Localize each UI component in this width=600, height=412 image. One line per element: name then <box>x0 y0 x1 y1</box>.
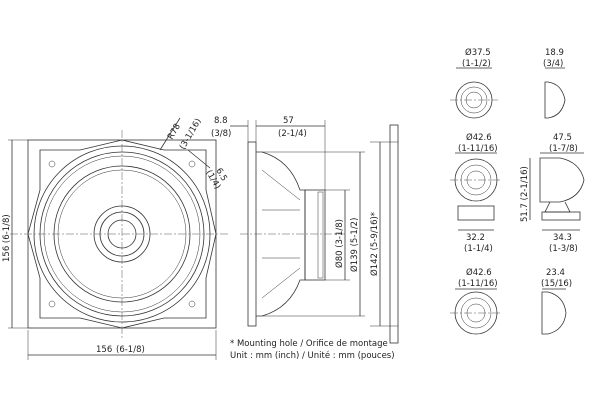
tweeter-1: Ø37.5 (1-1/2) 18.9 (3/4) <box>450 47 566 119</box>
woofer-width-dim-inch: (6-1/8) <box>116 345 145 355</box>
mount-dia-dim: Ø142 (5-9/16)* <box>369 212 380 276</box>
depth-dim: 57 <box>283 116 294 126</box>
tweeter3-dia: Ø42.6 <box>466 267 492 278</box>
tweeter1-dia-inch: (1-1/2) <box>462 59 491 69</box>
flange-depth-dim-inch: (3/8) <box>211 129 231 139</box>
woofer-side-view: 8.8 (3/8) 57 (2-1/4) Ø80 (3-1/8) Ø139 (5… <box>211 116 399 344</box>
woofer-front-view: 156 (6-1/8) 156 (6-1/8) R78 (3-1/16) 6.5… <box>2 117 230 360</box>
woofer-height-dim: 156 (6-1/8) <box>2 214 12 262</box>
tweeter2-depth: 47.5 <box>553 133 572 143</box>
woofer-width-dim: 156 <box>96 345 112 355</box>
tweeter3-depth-inch: (15/16) <box>541 279 572 289</box>
tweeter2-base-d: 34.3 <box>553 233 572 243</box>
frame-dia-dim: Ø139 (5-1/2) <box>349 218 360 272</box>
tweeter3-depth: 23.4 <box>546 268 565 278</box>
radius-dim: R78 <box>166 122 183 141</box>
tweeter1-depth: 18.9 <box>545 48 564 58</box>
tweeter2-base-w: 32.2 <box>466 233 485 243</box>
tweeter2-dia: Ø42.6 <box>466 132 492 143</box>
tweeter2-height: 51.7 (2-1/16) <box>520 166 530 222</box>
tweeter2-base-w-inch: (1-1/4) <box>464 244 493 254</box>
tweeter-3: Ø42.6 (1-11/16) 23.4 (15/16) <box>450 267 572 335</box>
unit-note: Unit : mm (inch) / Unité : mm (pouces) <box>230 350 395 361</box>
tweeter1-dia: Ø37.5 <box>465 47 491 58</box>
tweeter2-depth-inch: (1-7/8) <box>549 144 578 154</box>
tweeter2-dia-inch: (1-11/16) <box>458 144 498 154</box>
mounting-hole-note: * Mounting hole / Orifice de montage <box>230 339 388 349</box>
tweeter-2: Ø42.6 (1-11/16) 32.2 (1-1/4) 47.5 (1-7/8… <box>450 132 585 254</box>
tweeter1-depth-inch: (3/4) <box>543 59 563 69</box>
radius-dim-inch: (3-1/16) <box>178 117 204 152</box>
tweeter2-base-d-inch: (1-3/8) <box>549 244 578 254</box>
flange-depth-dim: 8.8 <box>214 116 228 126</box>
depth-dim-inch: (2-1/4) <box>278 129 307 139</box>
tweeter3-dia-inch: (1-11/16) <box>458 279 498 289</box>
magnet-dia-dim: Ø80 (3-1/8) <box>334 219 345 268</box>
